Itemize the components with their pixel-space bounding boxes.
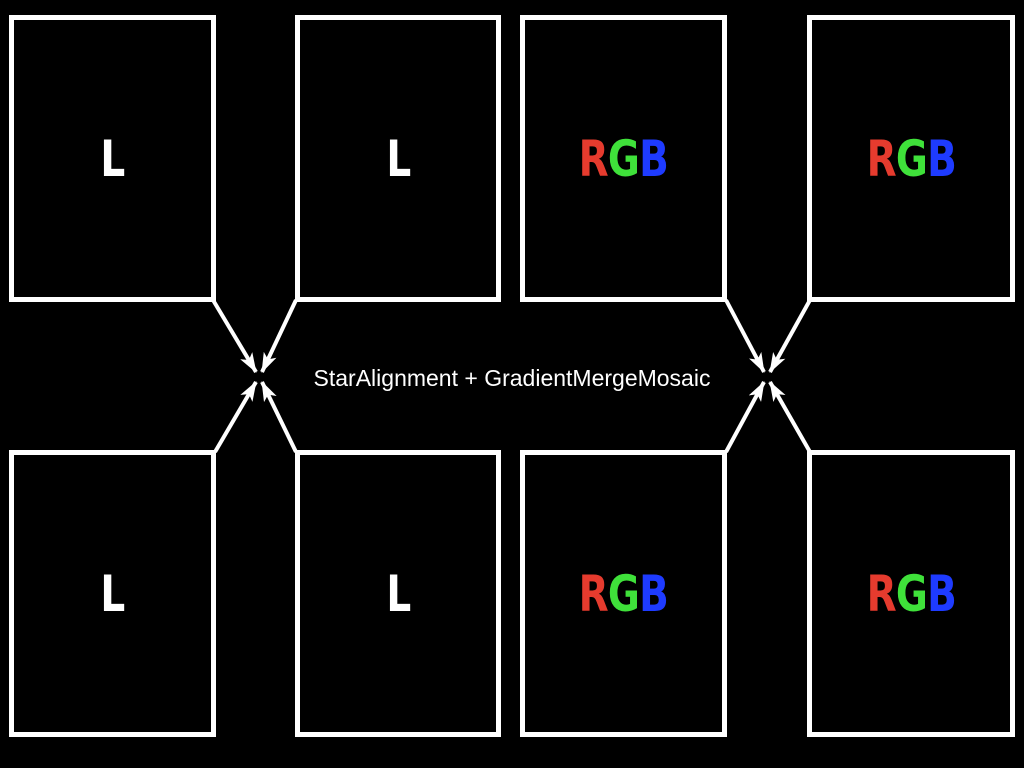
frame-l-bottom-right: L — [295, 450, 501, 737]
channel-letter-l: L — [100, 129, 125, 188]
letter-r: R — [578, 564, 609, 623]
arrow-rgb-top-left — [724, 299, 766, 373]
channel-letter-l: L — [385, 564, 411, 623]
letter-g: G — [895, 129, 928, 188]
letter-b: B — [926, 129, 957, 188]
letter-r: R — [578, 129, 609, 188]
frame-l-top-right: L — [295, 15, 501, 302]
channel-letters-rgb: RGB — [579, 569, 669, 619]
letter-r: R — [866, 564, 896, 623]
letter-b: B — [639, 129, 669, 188]
arrow-l-bottom-right — [260, 381, 298, 453]
letter-g: G — [608, 564, 640, 623]
arrow-l-top-left — [211, 298, 258, 374]
frame-rgb-top-right: RGB — [807, 15, 1015, 302]
channel-letters-rgb: RGB — [866, 569, 956, 619]
letter-b: B — [926, 564, 957, 623]
process-label: StarAlignment + GradientMergeMosaic — [313, 365, 711, 391]
frame-l-top-left: L — [9, 15, 216, 302]
letter-g: G — [608, 129, 640, 188]
letter-r: R — [866, 129, 896, 188]
frame-rgb-bottom-right: RGB — [807, 450, 1015, 737]
frame-rgb-top-left: RGB — [520, 15, 727, 302]
arrow-l-bottom-left — [213, 380, 258, 454]
channel-letters-rgb: RGB — [866, 134, 956, 184]
arrow-rgb-bottom-left — [724, 381, 766, 453]
frame-rgb-bottom-left: RGB — [520, 450, 727, 737]
channel-letter-l: L — [385, 129, 411, 188]
letter-b: B — [639, 564, 669, 623]
frame-l-bottom-left: L — [9, 450, 216, 737]
arrow-rgb-top-right — [768, 299, 812, 373]
arrow-l-top-right — [260, 299, 298, 373]
channel-letters-rgb: RGB — [579, 134, 669, 184]
channel-letter-l: L — [100, 564, 125, 623]
arrow-rgb-bottom-right — [768, 381, 812, 453]
letter-g: G — [895, 564, 928, 623]
